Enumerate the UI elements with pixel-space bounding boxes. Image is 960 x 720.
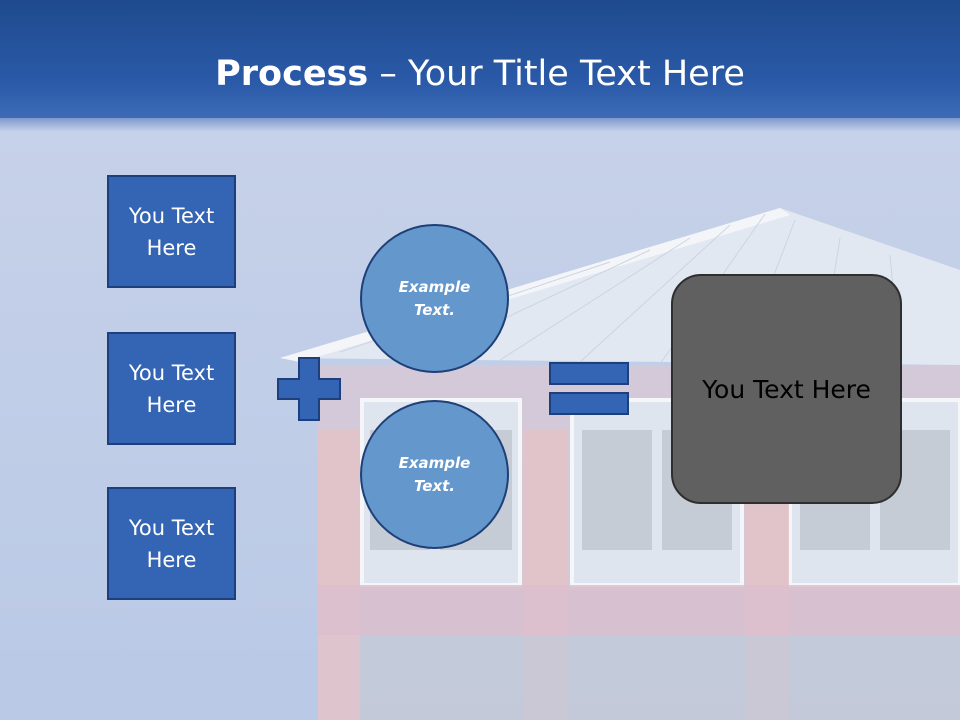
- text-box-label: You Text Here: [128, 360, 215, 417]
- title-bold: Process: [215, 54, 369, 94]
- title-rest: – Your Title Text Here: [368, 54, 745, 94]
- circle-label: Example Text.: [398, 453, 471, 495]
- equals-icon: [549, 362, 629, 415]
- text-box-2[interactable]: You Text Here: [107, 332, 236, 445]
- result-box-label: You Text Here: [702, 374, 871, 404]
- example-circle-2[interactable]: Example Text.: [360, 400, 509, 549]
- text-box-1[interactable]: You Text Here: [107, 175, 236, 288]
- circle-label: Example Text.: [398, 277, 471, 319]
- plus-icon: [277, 357, 341, 421]
- text-box-label: You Text Here: [128, 203, 215, 260]
- result-box[interactable]: You Text Here: [671, 274, 902, 504]
- text-box-3[interactable]: You Text Here: [107, 487, 236, 600]
- title-bar: [0, 0, 960, 132]
- example-circle-1[interactable]: Example Text.: [360, 224, 509, 373]
- slide-title: Process – Your Title Text Here: [0, 52, 960, 96]
- text-box-label: You Text Here: [128, 515, 215, 572]
